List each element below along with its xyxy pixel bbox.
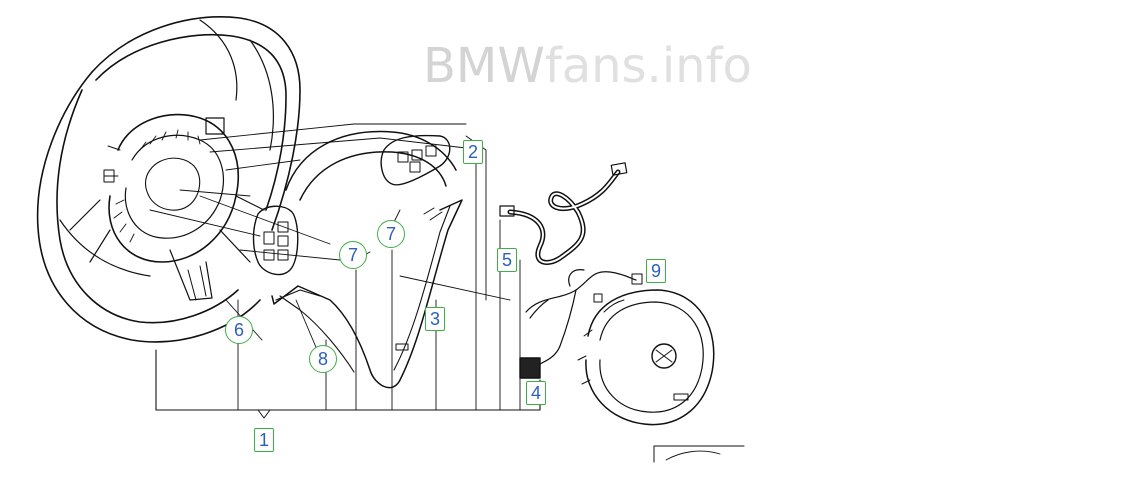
leader-lines — [149, 123, 541, 419]
multifunction-switches — [252, 134, 451, 276]
callout-5: 5 — [497, 248, 517, 272]
inset-frame — [653, 445, 745, 463]
callout-9: 9 — [646, 259, 666, 283]
watermark-brand: BMW — [423, 38, 545, 94]
callout-7a: 7 — [377, 220, 405, 248]
callout-6: 6 — [225, 316, 253, 344]
cable-harness — [499, 162, 628, 265]
watermark: BMWfans.info — [423, 38, 752, 94]
airbag-module — [577, 289, 715, 426]
wiring-loom — [519, 269, 643, 379]
steering-wheel — [36, 16, 301, 343]
trim-cover — [271, 130, 463, 389]
callout-4: 4 — [526, 381, 546, 405]
callout-3: 3 — [425, 307, 445, 331]
callout-2: 2 — [463, 140, 483, 164]
callout-8: 8 — [309, 345, 337, 373]
callout-1: 1 — [254, 428, 274, 452]
watermark-suffix: fans.info — [544, 38, 752, 94]
callout-7b: 7 — [339, 241, 367, 269]
